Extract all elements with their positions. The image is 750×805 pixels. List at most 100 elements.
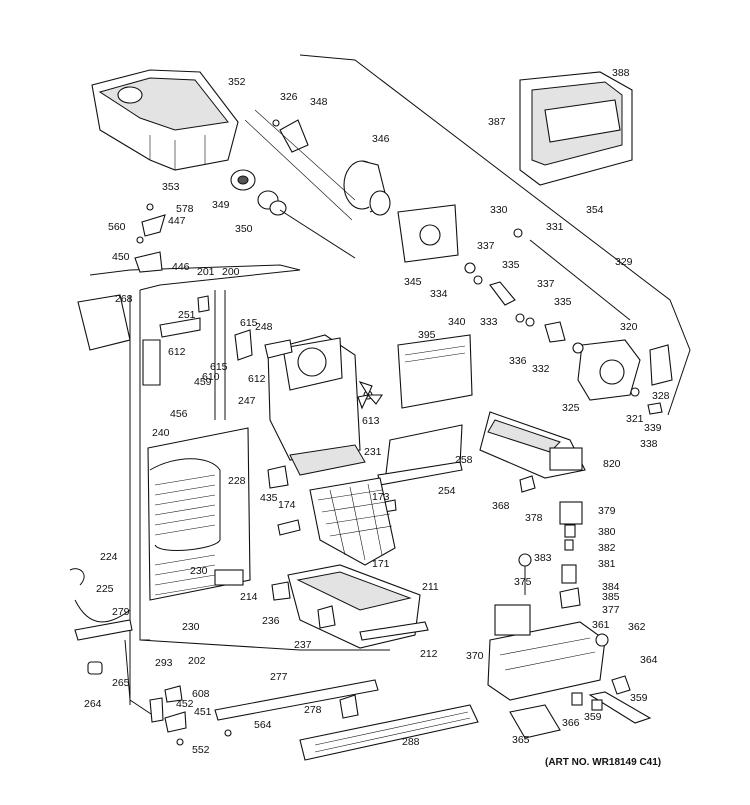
part-number-label: 338: [640, 438, 658, 450]
part-number-label: 388: [612, 67, 630, 79]
small-hardware-left: [77, 203, 166, 351]
part-number-label: 320: [620, 321, 638, 333]
part-number-label: 201: [197, 266, 215, 278]
part-number-label: 339: [644, 422, 662, 434]
switch-parts: [518, 475, 583, 609]
part-number-label: 380: [598, 526, 616, 538]
part-number-label: 612: [248, 373, 266, 385]
part-number-label: 236: [262, 615, 280, 627]
part-number-label: 365: [512, 734, 530, 746]
part-number-label: 345: [404, 276, 422, 288]
part-number-label: 452: [176, 698, 194, 710]
part-number-label: 383: [534, 552, 552, 564]
part-number-label: 265: [112, 677, 130, 689]
part-number-label: 326: [280, 91, 298, 103]
part-number-label: 230: [190, 565, 208, 577]
part-number-label: 321: [626, 413, 644, 425]
part-number-label: 381: [598, 558, 616, 570]
part-number-label: 348: [310, 96, 328, 108]
part-number-label: 230: [182, 621, 200, 633]
part-number-label: 174: [278, 499, 296, 511]
part-number-label: 364: [640, 654, 658, 666]
part-number-label: 224: [100, 551, 118, 563]
part-number-label: 820: [603, 458, 621, 470]
part-number-label: 337: [477, 240, 495, 252]
part-number-label: 212: [420, 648, 438, 660]
part-number-label: 459: [194, 376, 212, 388]
part-number-label: 335: [554, 296, 572, 308]
part-number-label: 379: [598, 505, 616, 517]
part-number-label: 247: [238, 395, 256, 407]
bottom-rails: [214, 679, 479, 761]
heater-240-brackets: [142, 295, 293, 386]
part-number-label: 552: [192, 744, 210, 756]
part-number-label: 211: [422, 581, 439, 593]
part-number-label: 359: [584, 711, 602, 723]
part-number-label: 366: [562, 717, 580, 729]
part-number-label: 325: [562, 402, 580, 414]
lower-left-parts: [69, 568, 232, 746]
part-number-label: 254: [438, 485, 456, 497]
part-number-label: 173: [372, 491, 390, 503]
part-number-label: 450: [112, 251, 130, 263]
part-number-label: 384: [602, 581, 620, 593]
part-number-label: 370: [466, 650, 484, 662]
part-number-label: 560: [108, 221, 126, 233]
part-number-label: 613: [362, 415, 380, 427]
part-number-label: 612: [168, 346, 186, 358]
mounting-plate-345: [397, 204, 459, 263]
part-number-label: 258: [455, 454, 473, 466]
part-number-label: 349: [212, 199, 230, 211]
part-number-label: 225: [96, 583, 114, 595]
fan-blade-613: [357, 380, 384, 410]
ice-maker-820: [479, 411, 586, 479]
part-number-label: 329: [615, 256, 633, 268]
ice-bucket-352: [91, 69, 239, 171]
part-number-label: 293: [155, 657, 173, 669]
part-number-label: 608: [192, 688, 210, 700]
part-number-label: 353: [162, 181, 180, 193]
shelf-parts: [267, 424, 463, 566]
part-number-label: 362: [628, 621, 646, 633]
bottom-right-parts: [509, 691, 652, 739]
part-number-label: 228: [228, 475, 246, 487]
part-number-label: 451: [194, 706, 212, 718]
control-box-370: [487, 604, 631, 701]
part-number-label: 456: [170, 408, 188, 420]
part-number-label: 337: [537, 278, 555, 290]
part-number-label: 382: [598, 542, 616, 554]
part-number-label: 578: [176, 203, 194, 215]
ice-maker-head-325: [572, 339, 673, 415]
part-number-label: 278: [304, 704, 322, 716]
auger-349: [230, 169, 256, 191]
dispenser-door-387: [519, 71, 633, 186]
part-number-label: 268: [115, 293, 133, 305]
part-number-label: 330: [490, 204, 508, 216]
part-number-label: 264: [84, 698, 102, 710]
part-number-label: 564: [254, 719, 272, 731]
part-number-label: 354: [586, 204, 604, 216]
part-number-label: 248: [255, 321, 273, 333]
part-number-label: 332: [532, 363, 550, 375]
part-number-label: 350: [235, 223, 253, 235]
ice-maker-linkage: [397, 228, 631, 409]
art-number: (ART NO. WR18149 C41): [545, 757, 661, 768]
crisper-pan-211: [271, 564, 429, 649]
part-number-label: 331: [546, 221, 564, 233]
evaporator-228: [147, 427, 251, 601]
part-number-label: 288: [402, 736, 420, 748]
part-number-label: 615: [240, 317, 258, 329]
part-number-label: 359: [630, 692, 648, 704]
part-number-label: 333: [480, 316, 498, 328]
part-number-label: 279: [112, 606, 130, 618]
part-number-label: 340: [448, 316, 466, 328]
part-number-label: 200: [222, 266, 240, 278]
part-number-label: 435: [260, 492, 278, 504]
part-number-label: 446: [172, 261, 190, 273]
part-number-label: 346: [372, 133, 390, 145]
part-number-label: 334: [430, 288, 448, 300]
part-number-label: 615: [210, 361, 228, 373]
motor-346: [244, 109, 391, 221]
cabinet-frame: [89, 54, 691, 721]
